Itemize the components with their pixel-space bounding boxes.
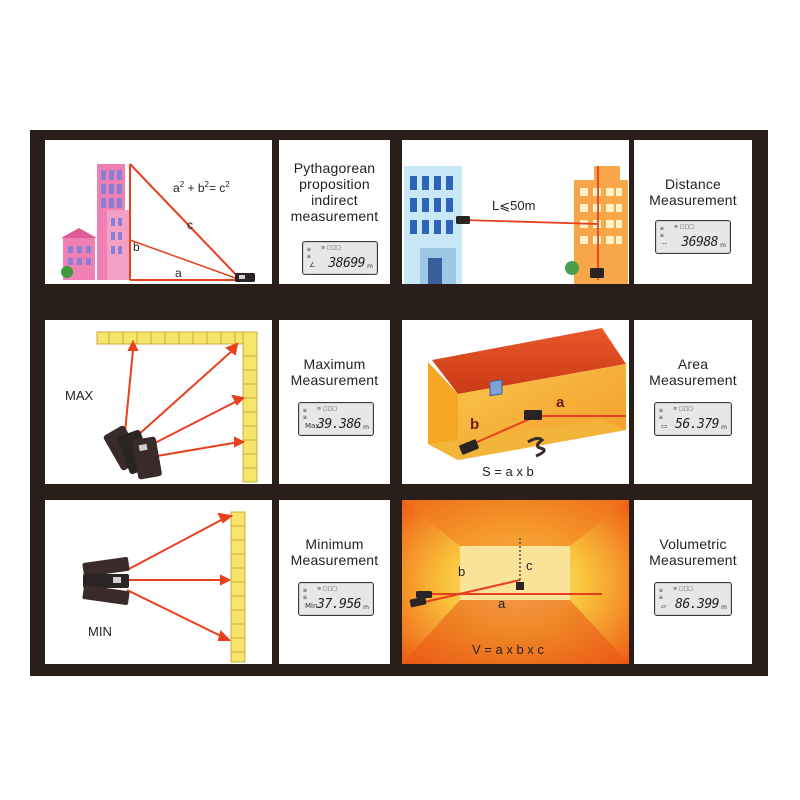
- pythagorean-illustration-panel: a2 + b2= c2 c b a: [45, 140, 272, 284]
- minimum-lcd: ≡ ≡ ≡ □□□ Min 37.956 m: [298, 582, 374, 616]
- lcd-bars-icon: ≡ ≡: [303, 407, 307, 421]
- lcd-unit: m: [363, 424, 369, 431]
- maximum-title: Maximum Measurement: [290, 356, 379, 388]
- distance-illustration-panel: L⩽50m: [402, 140, 629, 284]
- lcd-unit: m: [720, 242, 726, 249]
- lcd-value: 37.956: [317, 597, 361, 612]
- minimum-title: Minimum Measurement: [290, 536, 379, 568]
- formula-term-b: + b: [184, 181, 205, 195]
- lcd-bars-icon: ≡ ≡: [659, 587, 663, 601]
- lcd-bars-icon: ≡ ≡: [303, 587, 307, 601]
- angle-icon: ∠: [309, 261, 316, 269]
- formula-exp-2: 2: [204, 180, 209, 189]
- lcd-value: 39.386: [317, 417, 361, 432]
- lcd-bars-icon: ≡ ≡: [660, 225, 664, 239]
- area-lcd: ≡ ≡ ≡ □□□ ▭ 56.379 m: [654, 402, 732, 436]
- formula-exp-1: 2: [179, 180, 185, 189]
- lcd-value: 38699: [328, 256, 365, 271]
- pythagorean-title: Pythagorean proposition indirect measure…: [290, 160, 379, 224]
- max-mode-label: Max: [305, 422, 320, 430]
- area-label-panel: Area Measurement ≡ ≡ ≡ □□□ ▭ 56.379 m: [634, 320, 752, 484]
- distance-lcd: ≡ ≡ ≡ □□□ -- 36988 m: [655, 220, 731, 254]
- lcd-bars-icon: ≡ ≡: [659, 407, 663, 421]
- volumetric-lcd: ≡ ≡ ≡ □□□ ▱ 86.399 m: [654, 582, 732, 616]
- area-title: Area Measurement: [649, 356, 737, 388]
- volumetric-title: Volumetric Measurement: [649, 536, 737, 568]
- lcd-unit: m: [367, 263, 373, 270]
- lcd-status-icon: ≡ □□□: [317, 586, 337, 592]
- volumetric-illustration-panel: b c a V = a x b x c: [402, 500, 629, 664]
- volume-side-a: a: [498, 596, 506, 611]
- lcd-status-icon: ≡ □□□: [321, 245, 341, 251]
- volume-side-c: c: [526, 558, 533, 573]
- minimum-illustration-panel: MIN: [45, 500, 272, 664]
- distance-title: Distance Measurement: [649, 176, 737, 208]
- maximum-lcd: ≡ ≡ ≡ □□□ Max 39.386 m: [298, 402, 374, 436]
- distance-illustration: [404, 166, 628, 284]
- distance-label-panel: Distance Measurement ≡ ≡ ≡ □□□ -- 36988 …: [634, 140, 752, 284]
- volume-side-b: b: [458, 564, 466, 579]
- minimum-illustration: [82, 511, 246, 663]
- lcd-value: 86.399: [675, 597, 719, 612]
- pythagorean-illustration: [61, 163, 255, 282]
- pythagorean-formula: a2 + b2= c2: [173, 180, 230, 195]
- pythagorean-lcd: ≡ ≡ ≡ □□□ ∠ 38699 m: [302, 241, 378, 275]
- lcd-status-icon: ≡ □□□: [317, 406, 337, 412]
- volumetric-illustration: [402, 500, 629, 664]
- area-side-a: a: [556, 394, 565, 411]
- maximum-label-panel: Maximum Measurement ≡ ≡ ≡ □□□ Max 39.386…: [279, 320, 390, 484]
- max-tag: MAX: [65, 388, 94, 403]
- distance-icon: --: [662, 240, 668, 248]
- side-label-b: b: [133, 240, 140, 254]
- volume-icon: ▱: [661, 602, 667, 610]
- lcd-bars-icon: ≡ ≡: [307, 246, 311, 260]
- lcd-status-icon: ≡ □□□: [674, 224, 694, 230]
- lcd-unit: m: [721, 604, 727, 611]
- min-mode-label: Min: [305, 602, 318, 610]
- area-side-b: b: [470, 416, 480, 433]
- area-illustration: [428, 328, 626, 460]
- maximum-illustration: [96, 331, 258, 483]
- lcd-unit: m: [363, 604, 369, 611]
- area-formula: S = a x b: [482, 464, 534, 479]
- lcd-unit: m: [721, 424, 727, 431]
- formula-term-a: a: [173, 181, 180, 195]
- area-illustration-panel: a b S = a x b: [402, 320, 629, 484]
- distance-range-text: L⩽50m: [492, 198, 536, 213]
- volume-formula: V = a x b x c: [472, 642, 544, 657]
- pythagorean-label-panel: Pythagorean proposition indirect measure…: [279, 140, 390, 284]
- min-tag: MIN: [88, 624, 112, 639]
- feature-grid-frame: a2 + b2= c2 c b a Pythagorean propositio…: [30, 130, 768, 676]
- side-label-c: c: [187, 218, 193, 232]
- lcd-value: 56.379: [675, 417, 719, 432]
- volumetric-label-panel: Volumetric Measurement ≡ ≡ ≡ □□□ ▱ 86.39…: [634, 500, 752, 664]
- minimum-label-panel: Minimum Measurement ≡ ≡ ≡ □□□ Min 37.956…: [279, 500, 390, 664]
- area-icon: ▭: [661, 422, 668, 430]
- formula-exp-3: 2: [225, 180, 230, 189]
- side-label-a: a: [175, 266, 182, 280]
- formula-term-c: = c: [208, 181, 226, 195]
- lcd-value: 36988: [681, 235, 718, 250]
- maximum-illustration-panel: MAX: [45, 320, 272, 484]
- lcd-status-icon: ≡ □□□: [673, 586, 693, 592]
- lcd-status-icon: ≡ □□□: [673, 406, 693, 412]
